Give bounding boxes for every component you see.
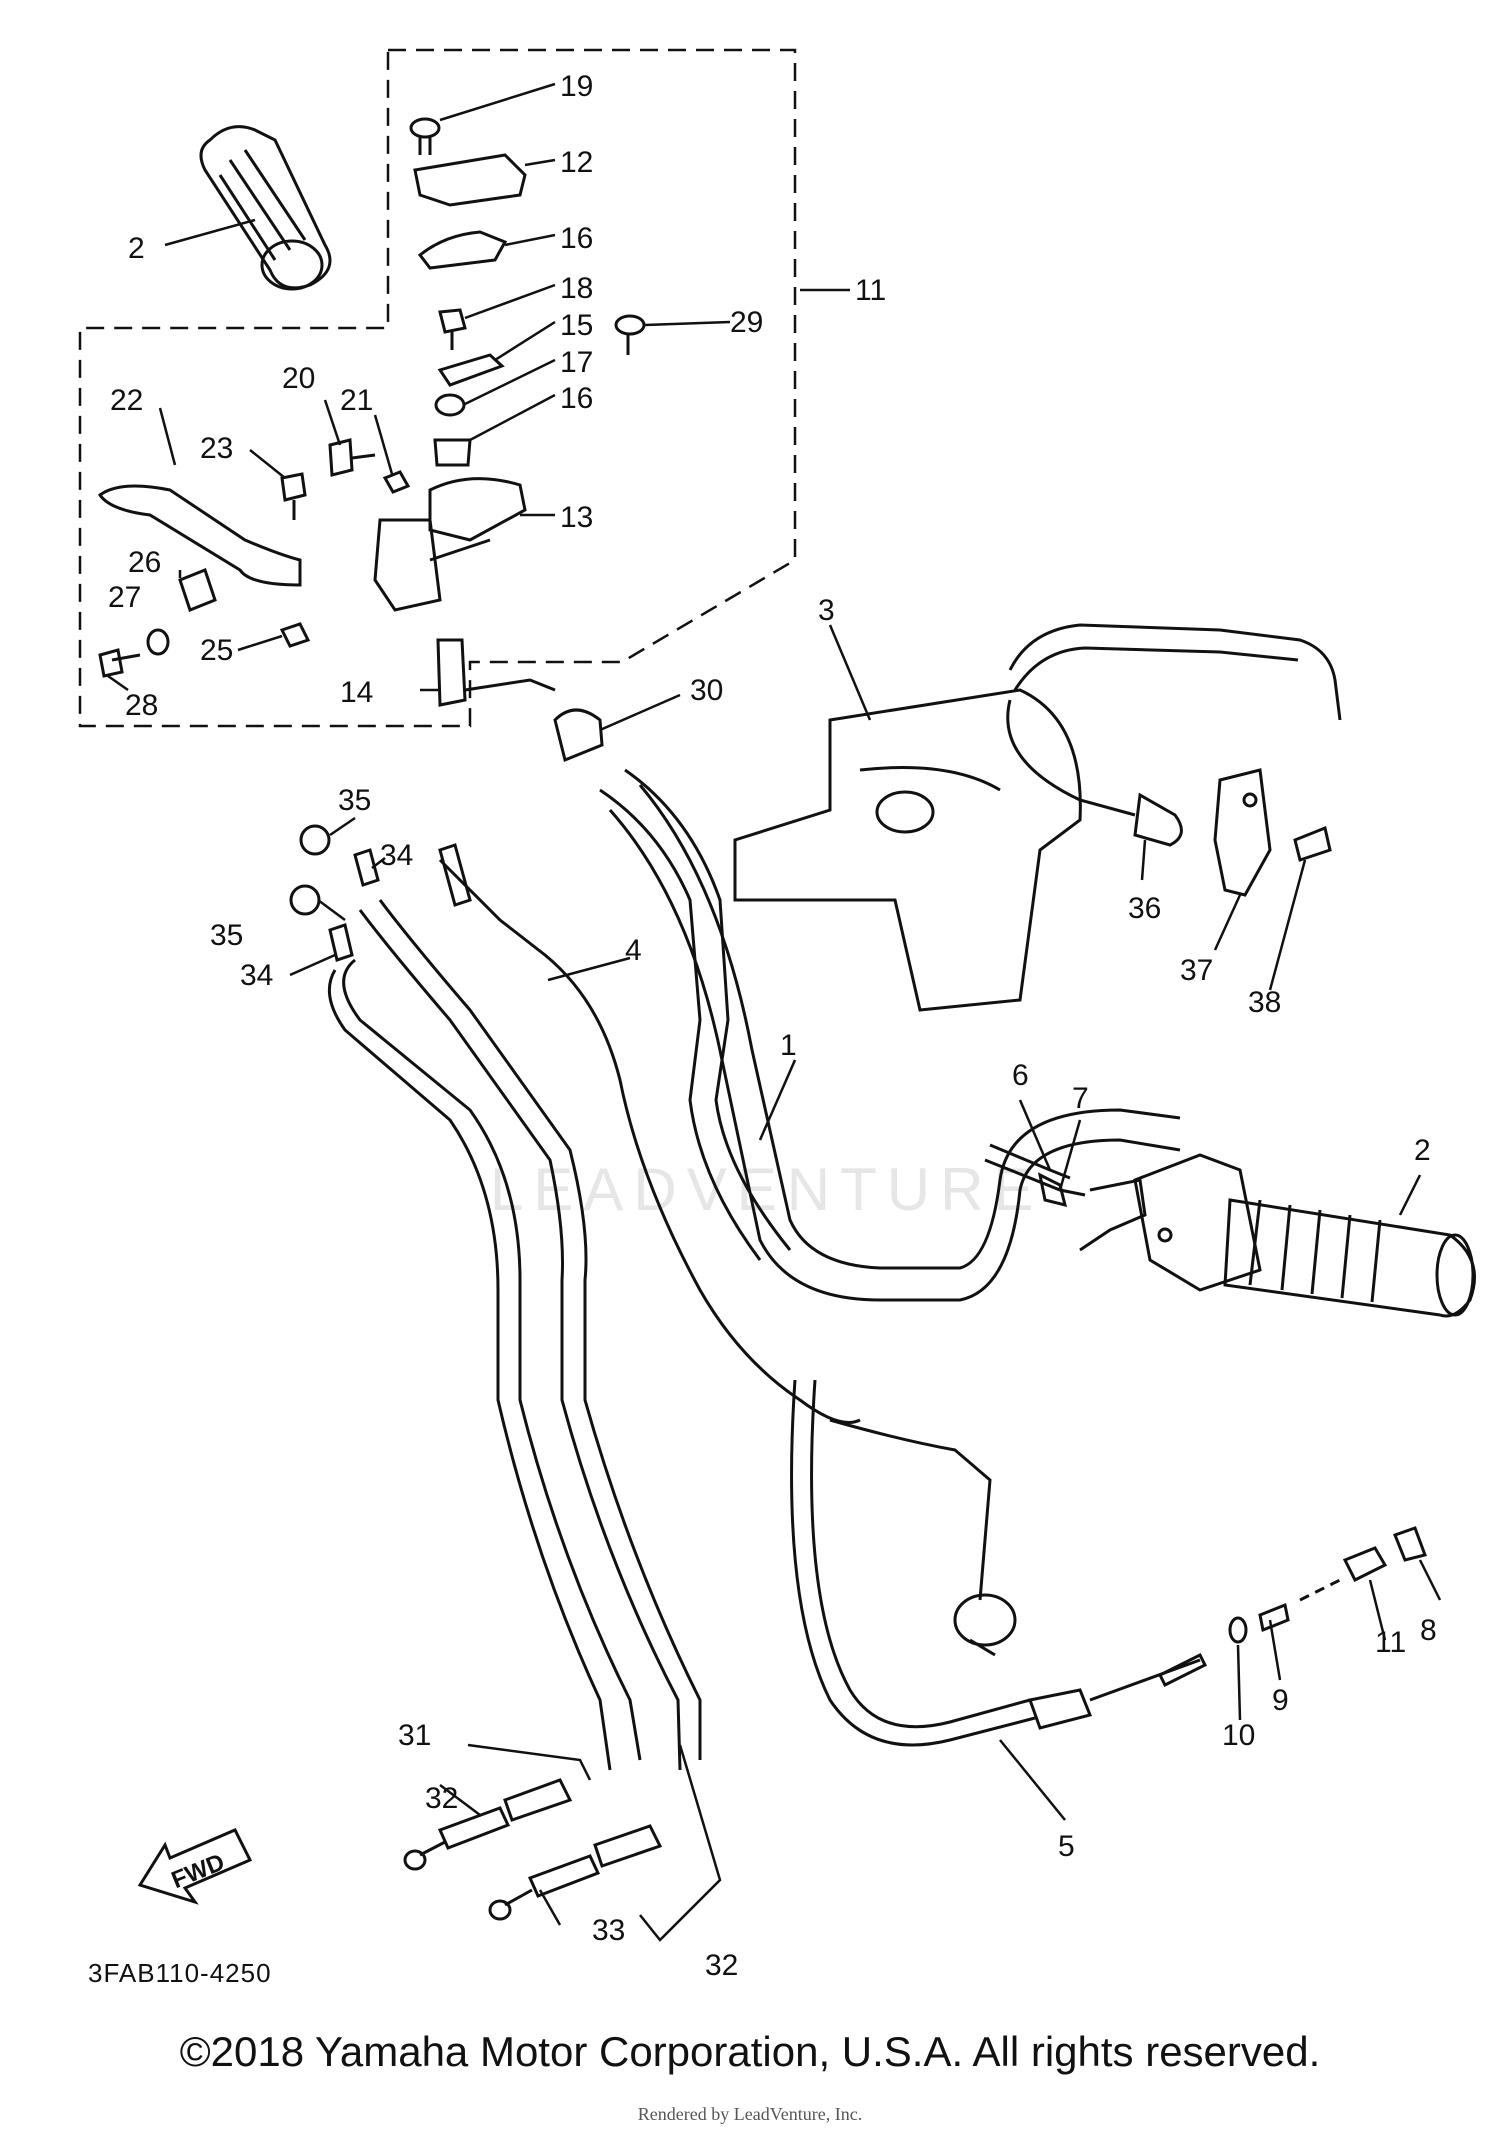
leader-lines [107,82,1442,1942]
callout-5: 5 [1058,1830,1075,1863]
callout-27: 26 [128,546,161,579]
brake-lever-assembly [97,117,646,707]
callout-29: 28 [125,689,158,722]
callout-9: 9 [1272,1684,1289,1717]
callout-23: 21 [340,384,373,417]
callout-36: 36 [1128,892,1161,925]
diagram-code: 3FAB110-4250 [88,1958,272,1988]
handlebar [608,784,1181,1302]
throttle-cable [790,1379,1427,1747]
callout-28: 27 [108,581,141,614]
callout-11: 11 [1375,1626,1406,1659]
callout-4: 4 [625,934,642,967]
callout-6: 6 [1012,1059,1029,1092]
callout-17: 16 [560,222,593,255]
callout-34-top: 34 [380,839,413,872]
lever-assembly-dashed-box [78,48,797,728]
callout-18: 16 [560,382,593,415]
callout-7: 7 [1072,1082,1089,1115]
callout-35-top: 35 [338,784,371,817]
handlebar-cover [733,688,1082,1012]
choke-cable [1006,623,1342,897]
left-grip [199,125,332,291]
callout-32-left: 31 [398,1719,431,1752]
callout-3: 3 [818,594,835,627]
callout-2-left: 2 [128,232,145,265]
callout-13: 12 [560,146,593,179]
callout-31: 30 [690,674,723,707]
callout-12: 11 [855,274,886,307]
callout-33-left: 32 [425,1782,458,1815]
callout-37: 37 [1180,954,1213,987]
callout-38: 38 [1248,986,1281,1019]
callout-8: 8 [1420,1614,1437,1647]
callout-labels: 19 12 16 18 15 17 16 29 11 13 14 2 20 21… [108,70,1437,1982]
right-grip [1079,1153,1476,1318]
fwd-arrow: FWD [137,1828,253,1905]
callout-22: 20 [282,362,315,395]
callout-26: 25 [200,634,233,667]
callout-19: 17 [560,346,593,379]
callout-15: 14 [340,676,373,709]
callout-33-right: 33 [592,1914,625,1947]
brake-hose [438,708,1017,1657]
callout-24: 22 [110,384,143,417]
callout-14: 13 [560,501,593,534]
callout-30: 29 [730,306,763,339]
callout-25: 23 [200,432,233,465]
callout-10: 10 [1222,1719,1255,1752]
callout-1: 1 [780,1029,797,1062]
callout-34-bottom: 34 [240,959,273,992]
callout-20: 18 [560,272,593,305]
callout-16: 15 [560,309,593,342]
callout-32-right: 32 [705,1949,738,1982]
callout-21: 19 [560,70,593,103]
clutch-cables [289,824,702,1921]
rendered-by-notice: Rendered by LeadVenture, Inc. [637,2104,863,2124]
parts-diagram: LEADVENTURE [78,48,1476,1988]
callout-2-right: 2 [1414,1134,1431,1167]
callout-35-bottom: 35 [210,919,243,952]
copyright-notice: ©2018 Yamaha Motor Corporation, U.S.A. A… [179,2028,1321,2075]
